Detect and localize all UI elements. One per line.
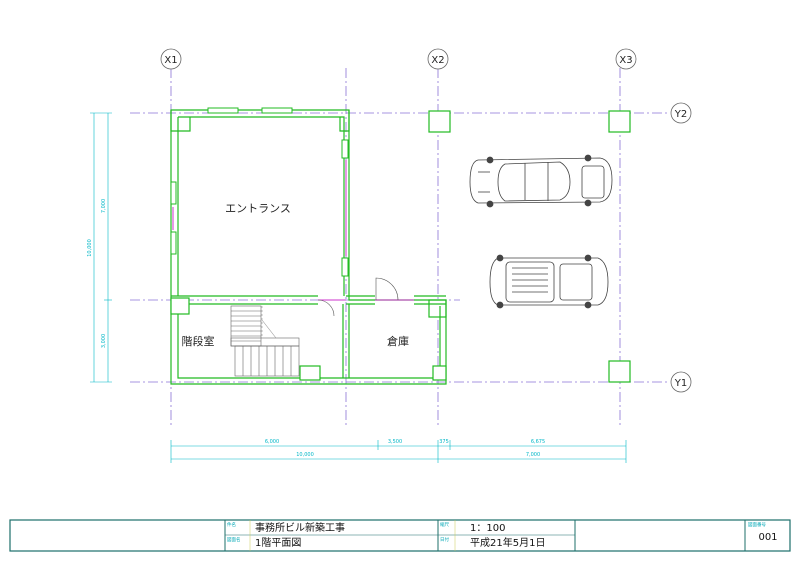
grid-bubble-y1: Y1 (670, 371, 692, 393)
room-label-stair: 階段室 (182, 334, 215, 348)
walls (170, 109, 447, 385)
tb-number: 001 (758, 532, 777, 543)
dim-bottom-2: 3,500 (388, 439, 402, 445)
dim-bottom-1: 6,000 (265, 439, 279, 445)
dim-bottom-4: 6,675 (531, 439, 545, 445)
door-swing (317, 277, 399, 317)
tb-scale: 1：100 (470, 523, 505, 534)
dim-bottom-3: 375 (439, 439, 449, 445)
window-marks (170, 107, 349, 277)
tb-drawing: 1階平面図 (255, 537, 301, 549)
tb-project-label: 件名 (227, 521, 236, 528)
grid-label-x1: X1 (164, 55, 177, 66)
tb-number-label: 図面番号 (748, 521, 766, 528)
tb-date: 平成21年5月1日 (470, 536, 545, 549)
room-label-entrance: エントランス (225, 202, 291, 215)
staircase (230, 305, 300, 377)
grid-label-y2: Y2 (674, 109, 687, 120)
grid-bubble-y2: Y2 (670, 102, 692, 124)
grid-lines (130, 68, 668, 425)
tb-drawing-label: 図面名 (227, 536, 241, 543)
dim-left-total: 10,000 (87, 239, 93, 257)
car-suv-icon (489, 254, 609, 309)
grid-bubble-x3: X3 (615, 48, 637, 70)
dim-bottom-total-2: 7,000 (526, 452, 540, 458)
openings (172, 160, 414, 301)
dim-left-1: 7,000 (101, 199, 107, 213)
grid-label-y1: Y1 (674, 378, 687, 389)
columns (428, 110, 631, 383)
car-sedan-icon (469, 154, 613, 208)
tb-project: 事務所ビル新築工事 (255, 521, 345, 534)
grid-bubble-x2: X2 (427, 48, 449, 70)
room-label-storage: 倉庫 (387, 334, 409, 348)
grid-label-x2: X2 (431, 55, 444, 66)
title-block (9, 519, 791, 552)
dimension-lines-bottom (170, 440, 627, 463)
dim-left-2: 3,000 (101, 334, 107, 348)
grid-label-x3: X3 (619, 55, 632, 66)
dimension-lines-left (90, 112, 112, 383)
grid-bubble-x1: X1 (160, 48, 182, 70)
dim-bottom-total-1: 10,000 (296, 452, 314, 458)
tb-scale-label: 縮尺 (440, 521, 449, 528)
tb-date-label: 日付 (440, 536, 449, 543)
